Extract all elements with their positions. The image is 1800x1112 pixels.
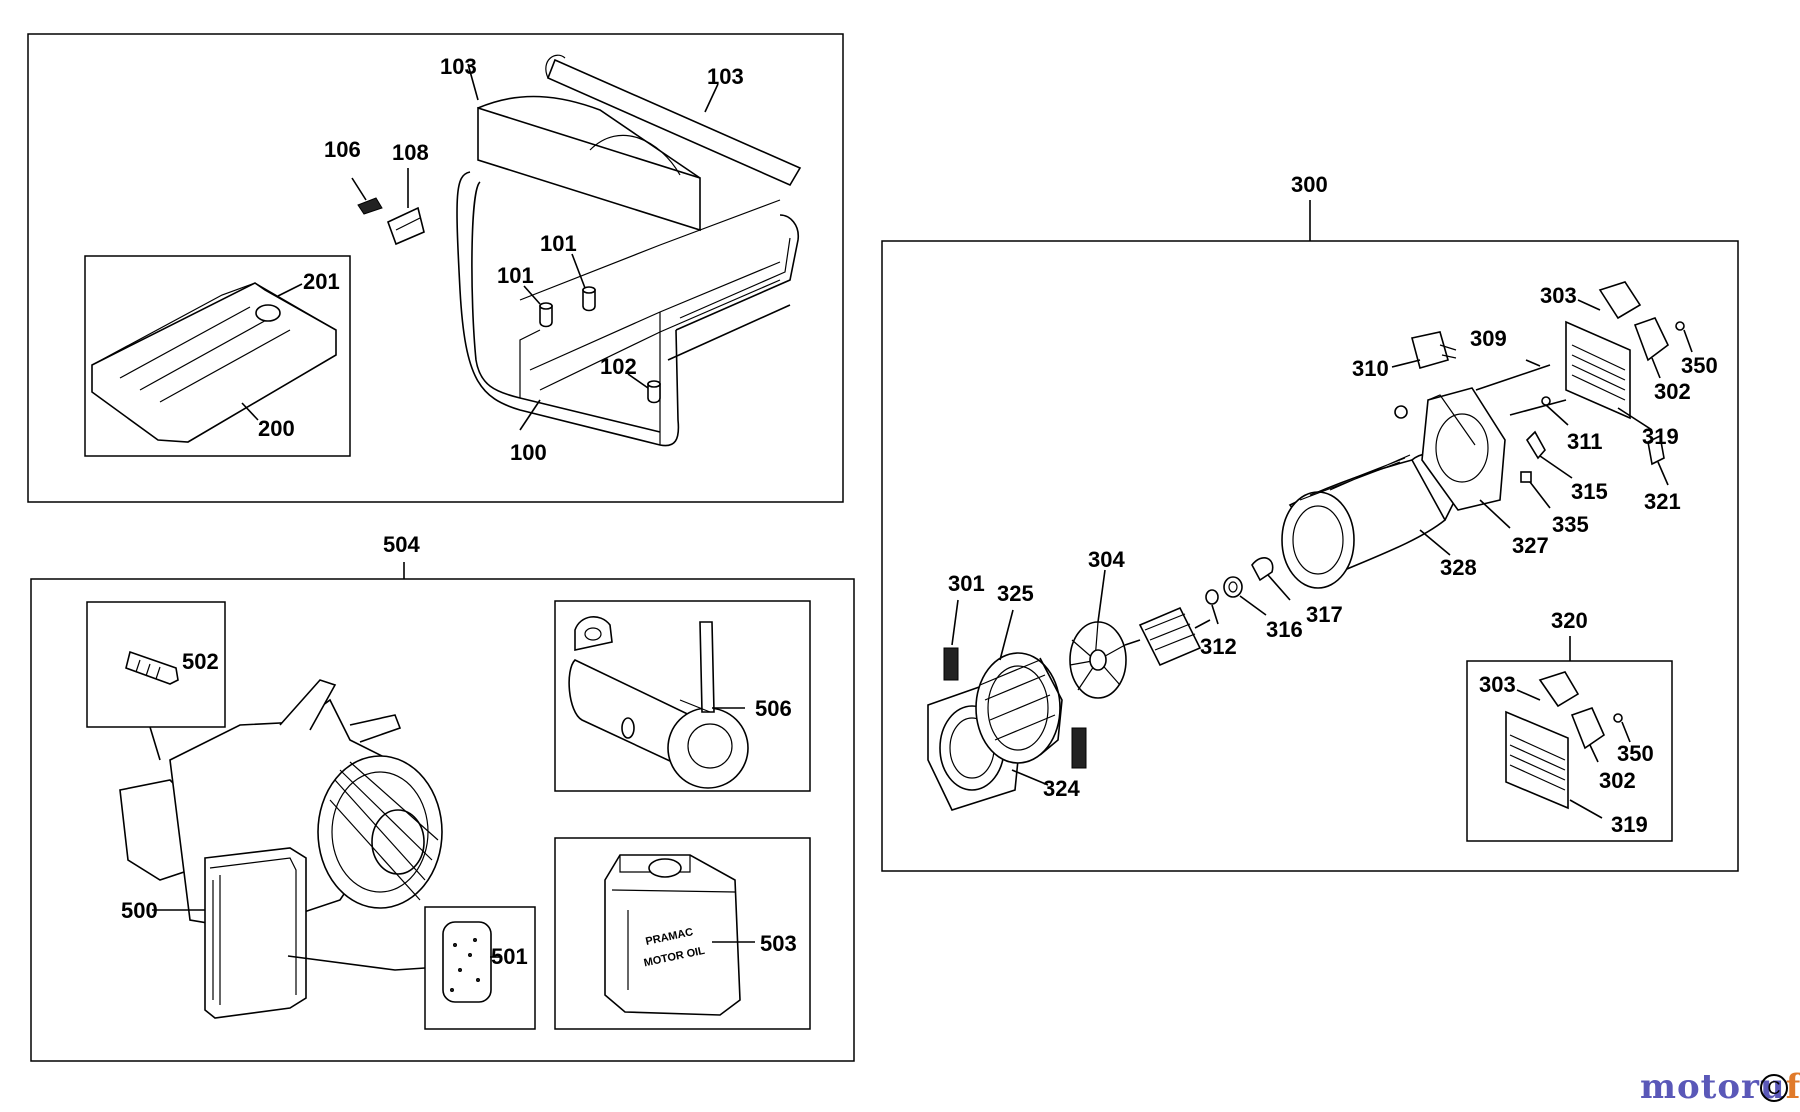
label-350: 350 <box>1681 353 1718 378</box>
nut-icon <box>1394 405 1408 419</box>
stator-housing-icon <box>975 652 1063 764</box>
fuel-cap-icon <box>255 304 281 322</box>
label-316: 316 <box>1266 617 1303 642</box>
bearing-icon <box>1223 576 1243 598</box>
through-bolt-icon <box>1475 364 1551 391</box>
rubber-mount-icons <box>539 286 661 404</box>
label-100: 100 <box>510 440 547 465</box>
label-319-b: 319 <box>1611 812 1648 837</box>
socket-icon-2 <box>1633 317 1670 362</box>
label-302-b: 302 <box>1599 768 1636 793</box>
breaker-icon <box>1647 434 1665 466</box>
avr-icon <box>1411 331 1457 369</box>
engine-icon <box>119 679 443 1019</box>
label-304: 304 <box>1088 547 1125 572</box>
clip-icon <box>357 197 383 215</box>
sponge-dots <box>450 938 480 992</box>
label-309: 309 <box>1470 326 1507 351</box>
label-504: 504 <box>383 532 420 557</box>
label-101: 101 <box>497 263 534 288</box>
grille-icon <box>943 647 959 681</box>
air-filter-sponge-icon <box>442 921 492 1003</box>
screw-icon <box>1675 321 1685 331</box>
washer-icon <box>1205 589 1219 605</box>
engine-group: PRAMAC MOTOR OIL <box>30 562 855 1062</box>
label-328: 328 <box>1440 555 1477 580</box>
label-200: 200 <box>258 416 295 441</box>
oil-can-icon: PRAMAC MOTOR OIL <box>604 854 741 1016</box>
label-319: 319 <box>1642 424 1679 449</box>
label-201: 201 <box>303 269 340 294</box>
label-103: 103 <box>440 54 477 79</box>
label-102: 102 <box>600 354 637 379</box>
muffler-icon <box>568 616 749 789</box>
fan-icon <box>1069 621 1127 699</box>
label-320: 320 <box>1551 608 1588 633</box>
connector-icon <box>386 206 425 246</box>
label-500: 500 <box>121 898 158 923</box>
grille-icon-2 <box>1071 727 1087 769</box>
alternator-group <box>881 200 1739 872</box>
label-310: 310 <box>1352 356 1389 381</box>
frame-group <box>27 33 844 503</box>
label-350-b: 350 <box>1617 741 1654 766</box>
label-312: 312 <box>1200 634 1237 659</box>
label-303-b: 303 <box>1479 672 1516 697</box>
copyright-icon: C <box>1760 1074 1788 1102</box>
through-bolt-icon-2 <box>1509 399 1567 416</box>
rotor-icon <box>1124 606 1211 667</box>
terminal-icon <box>1520 471 1532 483</box>
socket-icon <box>1598 281 1642 320</box>
label-301: 301 <box>948 571 985 596</box>
label-101-b: 101 <box>540 231 577 256</box>
label-321: 321 <box>1644 489 1681 514</box>
stator-icon <box>1281 453 1456 589</box>
label-501: 501 <box>491 944 528 969</box>
clip-ring-icon <box>1251 557 1274 582</box>
label-103-b: 103 <box>707 64 744 89</box>
label-317: 317 <box>1306 602 1343 627</box>
label-302: 302 <box>1654 379 1691 404</box>
label-335: 335 <box>1552 512 1589 537</box>
frame-icon <box>456 54 802 447</box>
label-502: 502 <box>182 649 219 674</box>
label-506: 506 <box>755 696 792 721</box>
watermark-text-accent: f <box>1785 1067 1800 1107</box>
label-324: 324 <box>1043 776 1080 801</box>
label-300: 300 <box>1291 172 1328 197</box>
control-panel-icon <box>1565 320 1631 420</box>
label-311: 311 <box>1567 429 1603 454</box>
label-315: 315 <box>1571 479 1608 504</box>
switch-icon <box>1525 430 1546 460</box>
part-number-labels: 100 101 101 102 103 103 106 108 200 201 … <box>121 54 1718 969</box>
label-106: 106 <box>324 137 361 162</box>
label-327: 327 <box>1512 533 1549 558</box>
label-503: 503 <box>760 931 797 956</box>
label-303: 303 <box>1540 283 1577 308</box>
spark-plug-icon <box>125 650 179 685</box>
label-108: 108 <box>392 140 429 165</box>
rear-bracket-icon <box>1421 387 1506 511</box>
panel-kit-icon <box>1505 671 1623 810</box>
label-325: 325 <box>997 581 1034 606</box>
